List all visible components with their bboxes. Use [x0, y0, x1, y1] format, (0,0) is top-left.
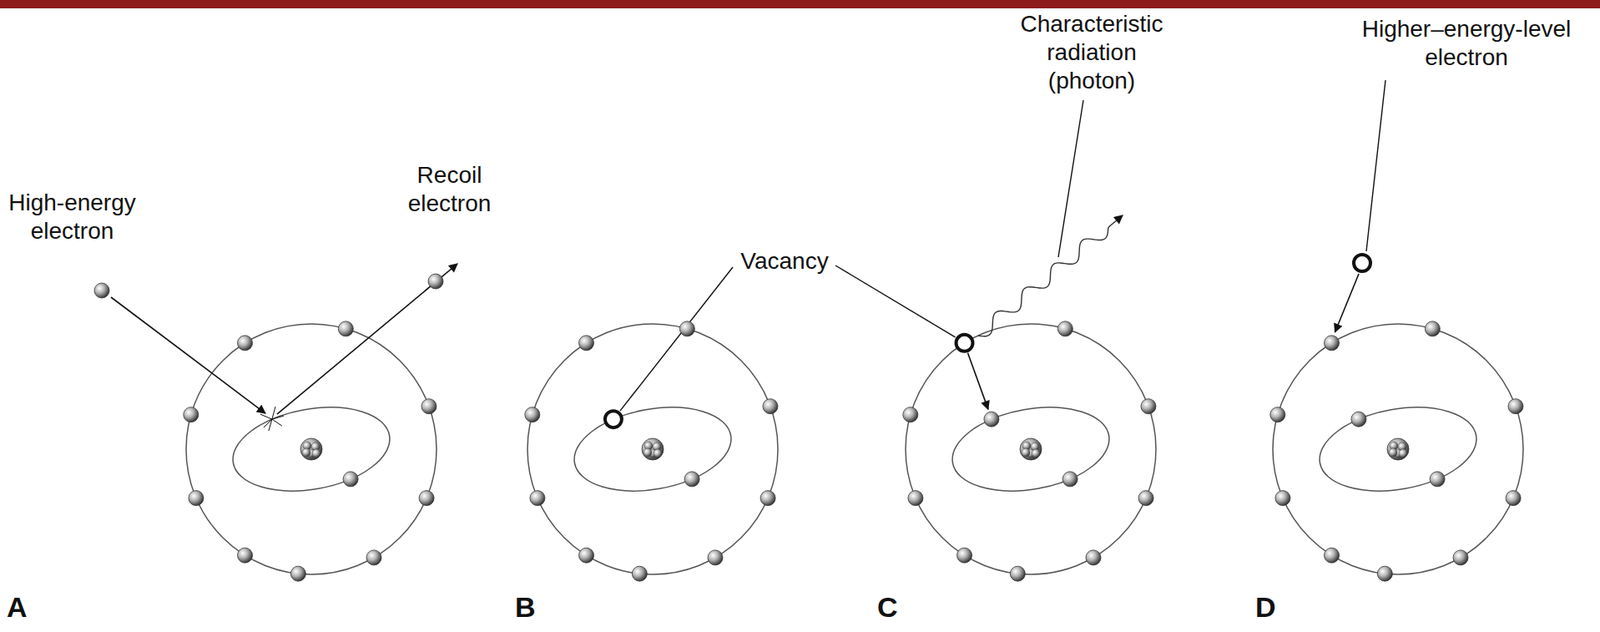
panel-letter: C [877, 592, 911, 621]
electron [1508, 398, 1524, 414]
title-bar [0, 0, 1600, 9]
electron [1377, 565, 1393, 581]
leader-line [620, 267, 733, 411]
electron [94, 282, 110, 298]
impact-burst [272, 418, 283, 426]
electron [188, 490, 204, 506]
electron [707, 550, 723, 566]
nucleus [641, 438, 664, 460]
electron [579, 335, 595, 351]
electron [338, 321, 354, 337]
nucleus [1019, 438, 1042, 460]
inner-shell [567, 395, 738, 503]
electron [1009, 565, 1025, 581]
panel-letter: D [1255, 592, 1289, 621]
nucleon [1031, 449, 1040, 458]
outer-shell [905, 323, 1156, 575]
atoms [186, 323, 1524, 575]
electron [1140, 398, 1156, 414]
electron [762, 398, 778, 414]
callout-label: Characteristic radiation (photon) [1012, 10, 1171, 96]
leader-line [1366, 80, 1386, 252]
electron [1057, 321, 1073, 337]
electron [1085, 550, 1101, 566]
electron [1270, 407, 1286, 423]
vacancy-circle [956, 334, 974, 352]
leader-line [1058, 100, 1084, 258]
nucleon [643, 448, 652, 457]
vacancy-circle [1353, 254, 1371, 272]
impact-burst [268, 418, 273, 431]
nucleus [1387, 438, 1409, 460]
electron [366, 550, 382, 566]
electron [237, 547, 253, 563]
electron [1424, 321, 1440, 337]
impact-burst [272, 406, 276, 419]
callout-label: High-energy electron [3, 188, 142, 246]
electron [343, 471, 359, 487]
atom [1272, 323, 1524, 575]
callout-label: Recoil electron [397, 161, 502, 218]
panel-letter: A [6, 592, 41, 621]
electron [760, 490, 776, 506]
nucleon [1021, 448, 1030, 457]
electron [579, 547, 595, 563]
nucleon [1388, 448, 1398, 457]
electron [1062, 471, 1078, 487]
electron [1324, 335, 1340, 351]
atom [527, 323, 778, 575]
inner-shell [1312, 395, 1484, 503]
incoming-path-arrow [111, 297, 266, 414]
atom [905, 323, 1156, 575]
nucleus [300, 438, 323, 460]
electron [957, 547, 973, 563]
inner-shell [226, 395, 397, 503]
atom [186, 323, 437, 575]
vacancy-circle [605, 410, 622, 428]
electron [1429, 471, 1445, 487]
impact-burst [272, 415, 284, 419]
electron [908, 490, 924, 506]
outer-shell [1272, 323, 1524, 575]
electron [290, 565, 306, 581]
photon-wave [978, 215, 1123, 337]
nucleon [653, 449, 662, 458]
transition-arrow [968, 353, 989, 409]
electron [1505, 490, 1521, 506]
panel-letter: B [514, 592, 549, 621]
electron [428, 273, 444, 289]
electron [1138, 490, 1154, 506]
electron [903, 407, 919, 423]
outer-shell [186, 323, 437, 575]
nucleon [1398, 449, 1408, 458]
callout-label: Higher–energy-level electron [1349, 15, 1584, 72]
particles [94, 254, 1524, 581]
electron [529, 490, 546, 506]
nucleon [312, 449, 321, 458]
electron [183, 407, 199, 423]
nucleon [302, 448, 311, 457]
electron [984, 411, 1000, 427]
impact-burst [260, 413, 273, 419]
electron [679, 321, 695, 337]
callout-label: Vacancy [730, 247, 839, 276]
electron [1453, 550, 1469, 566]
electron [631, 565, 647, 581]
inner-shell [945, 395, 1116, 503]
electron [1351, 411, 1367, 427]
transition-arrow [1335, 273, 1359, 333]
electron [684, 471, 700, 487]
recoil-path-arrow [277, 263, 458, 414]
electron [524, 407, 541, 423]
electron [1275, 490, 1291, 506]
leader-line [835, 265, 956, 338]
electron [237, 335, 253, 351]
arrows [111, 80, 1386, 431]
electron [418, 490, 435, 506]
electron [1324, 547, 1340, 563]
outer-shell [527, 323, 778, 575]
electron [421, 398, 437, 414]
